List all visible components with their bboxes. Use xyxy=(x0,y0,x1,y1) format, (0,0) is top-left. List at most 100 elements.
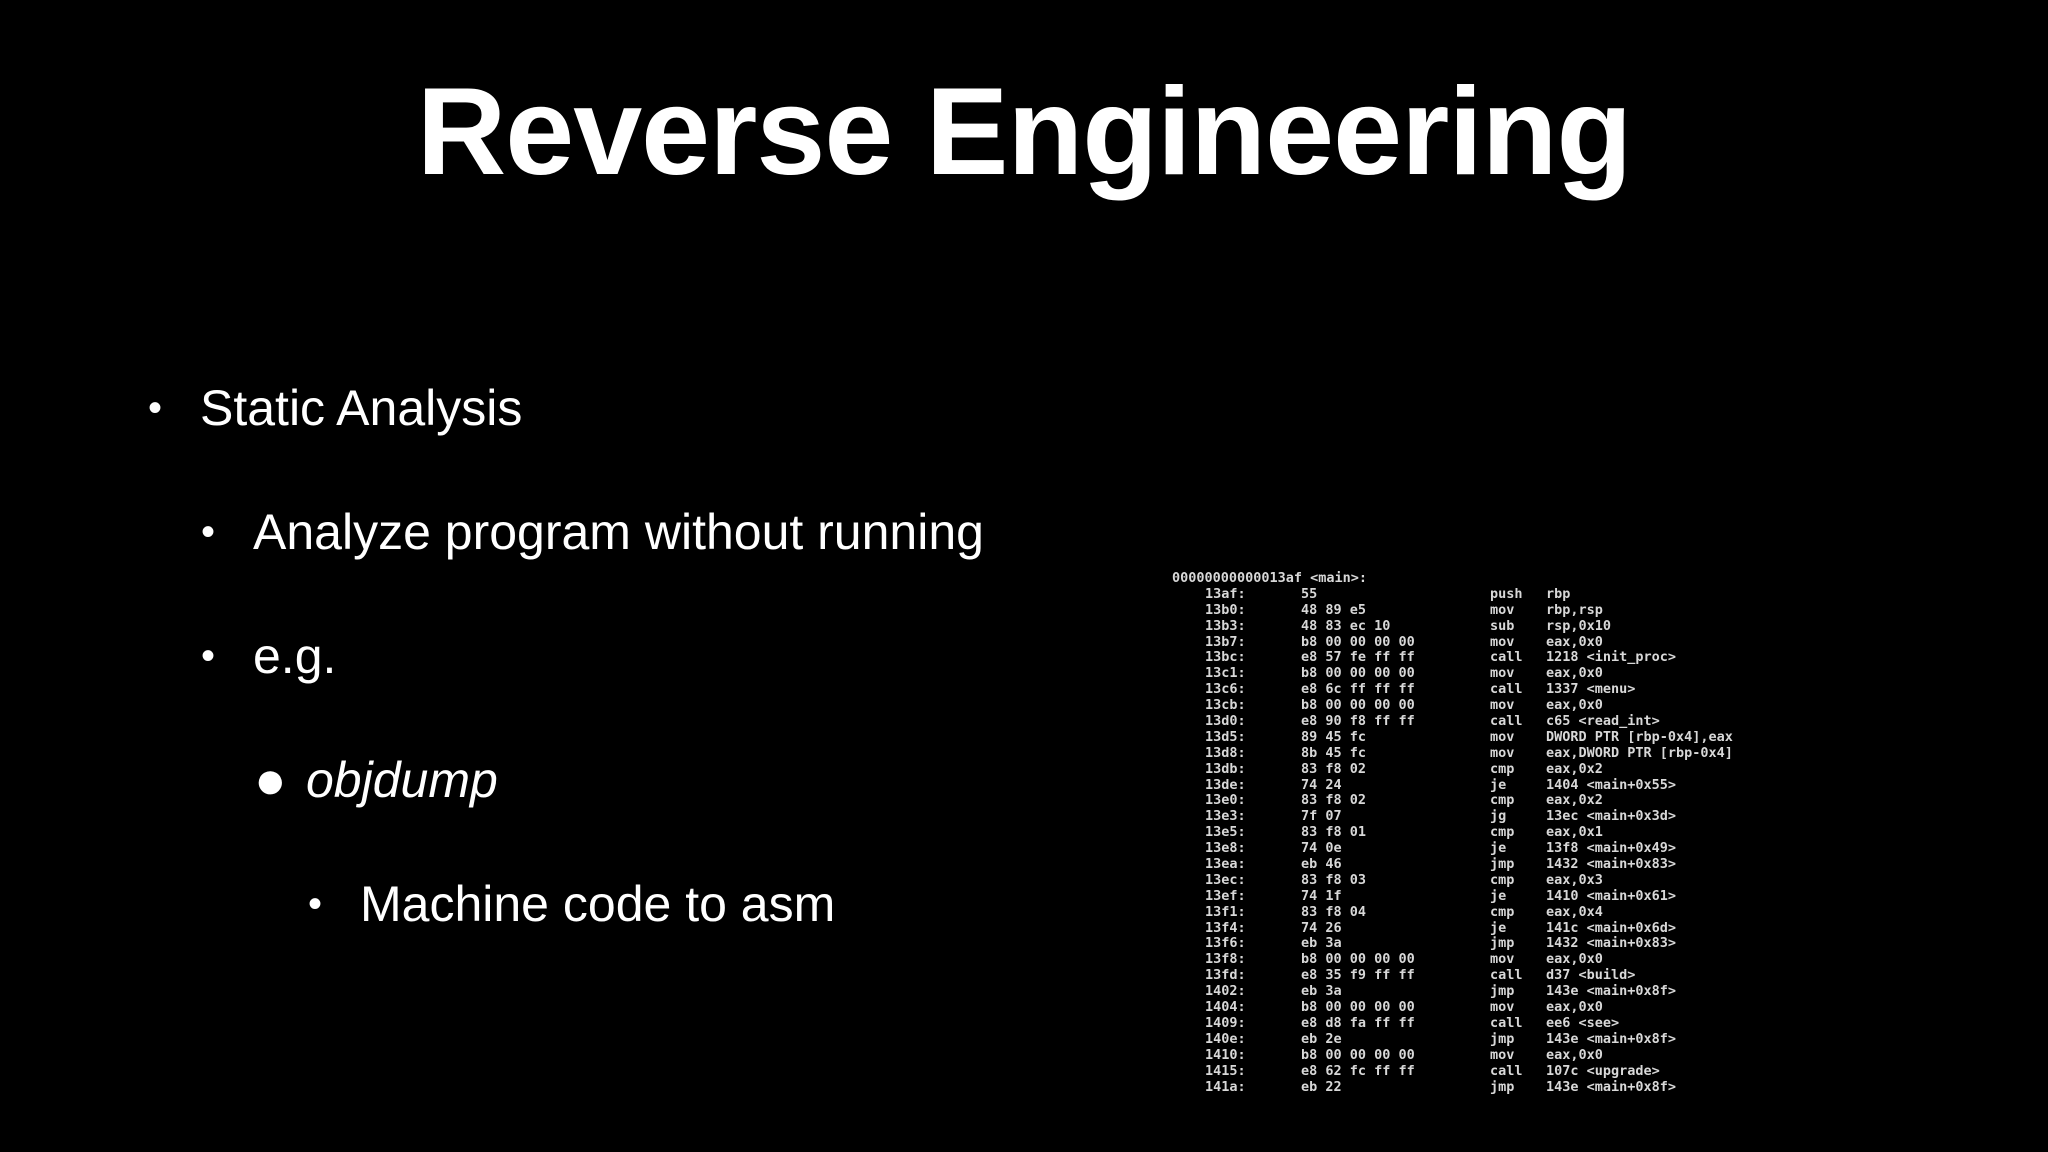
instruction-address: 13db: xyxy=(1205,760,1246,777)
instruction-operands: 1432 <main+0x83> xyxy=(1546,856,1677,873)
instruction-operands: 13f8 <main+0x49> xyxy=(1546,840,1677,857)
bullet-dot-icon: • xyxy=(201,510,216,554)
instruction-opcode: je xyxy=(1490,919,1507,936)
bullet-text: Static Analysis xyxy=(200,380,523,436)
bullet-item-eg: • e.g. xyxy=(201,626,337,686)
instruction-operands: eax,0x4 xyxy=(1546,903,1603,920)
instruction-bytes: eb 3a xyxy=(1301,935,1342,952)
instruction-address: 13c6: xyxy=(1205,681,1246,698)
instruction-address: 13e5: xyxy=(1205,824,1246,841)
instruction-bytes: b8 00 00 00 00 xyxy=(1301,1046,1415,1063)
instruction-opcode: mov xyxy=(1490,728,1515,745)
instruction-bytes: e8 d8 fa ff ff xyxy=(1301,1014,1415,1031)
instruction-operands: 1410 <main+0x61> xyxy=(1546,887,1677,904)
instruction-bytes: 83 f8 02 xyxy=(1301,792,1367,809)
instruction-address: 13f6: xyxy=(1205,935,1246,952)
instruction-operands: eax,0x1 xyxy=(1546,824,1603,841)
instruction-opcode: jmp xyxy=(1490,1078,1515,1095)
instruction-bytes: b8 00 00 00 00 xyxy=(1301,697,1415,714)
instruction-address: 13af: xyxy=(1205,585,1246,602)
instruction-operands: 143e <main+0x8f> xyxy=(1546,983,1677,1000)
instruction-opcode: cmp xyxy=(1490,824,1515,841)
bullet-item-machine-code: • Machine code to asm xyxy=(308,874,836,934)
instruction-opcode: je xyxy=(1490,776,1507,793)
instruction-opcode: call xyxy=(1490,649,1523,666)
bullet-item-static-analysis: • Static Analysis xyxy=(148,378,523,438)
instruction-address: 13bc: xyxy=(1205,649,1246,666)
instruction-operands: d37 <build> xyxy=(1546,967,1636,984)
instruction-operands: eax,0x2 xyxy=(1546,792,1603,809)
instruction-address: 13f8: xyxy=(1205,951,1246,968)
instruction-opcode: mov xyxy=(1490,951,1515,968)
instruction-address: 141a: xyxy=(1205,1078,1246,1095)
instruction-opcode: jmp xyxy=(1490,935,1515,952)
instruction-opcode: call xyxy=(1490,967,1523,984)
instruction-bytes: 74 1f xyxy=(1301,887,1342,904)
instruction-address: 13ea: xyxy=(1205,856,1246,873)
instruction-address: 13b3: xyxy=(1205,617,1246,634)
bullet-dot-icon: • xyxy=(148,386,163,430)
instruction-opcode: cmp xyxy=(1490,871,1515,888)
instruction-operands: 143e <main+0x8f> xyxy=(1546,1078,1677,1095)
instruction-operands: 13ec <main+0x3d> xyxy=(1546,808,1677,825)
instruction-opcode: je xyxy=(1490,840,1507,857)
instruction-operands: eax,0x2 xyxy=(1546,760,1603,777)
instruction-opcode: jmp xyxy=(1490,856,1515,873)
instruction-operands: eax,0x3 xyxy=(1546,871,1603,888)
bullet-item-analyze-program: • Analyze program without running xyxy=(201,502,984,562)
instruction-address: 1409: xyxy=(1205,1014,1246,1031)
instruction-bytes: 83 f8 01 xyxy=(1301,824,1367,841)
disassembly-header: 00000000000013af <main>: xyxy=(1172,571,1368,586)
instruction-opcode: mov xyxy=(1490,601,1515,618)
instruction-operands: 1404 <main+0x55> xyxy=(1546,776,1677,793)
instruction-bytes: e8 90 f8 ff ff xyxy=(1301,713,1415,730)
bullet-dot-icon: ● xyxy=(254,750,287,810)
instruction-bytes: 83 f8 03 xyxy=(1301,871,1367,888)
instruction-opcode: call xyxy=(1490,713,1523,730)
instruction-operands: 141c <main+0x6d> xyxy=(1546,919,1677,936)
instruction-opcode: cmp xyxy=(1490,903,1515,920)
instruction-address: 13f1: xyxy=(1205,903,1246,920)
instruction-bytes: b8 00 00 00 00 xyxy=(1301,951,1415,968)
instruction-operands: eax,DWORD PTR [rbp-0x4] xyxy=(1546,744,1733,761)
disassembly-line: 13e5: 83 f8 01 cmp eax,0x1 xyxy=(1172,824,1762,841)
instruction-address: 13e3: xyxy=(1205,808,1246,825)
instruction-opcode: mov xyxy=(1490,1046,1515,1063)
instruction-bytes: 89 45 fc xyxy=(1301,728,1367,745)
instruction-address: 1410: xyxy=(1205,1046,1246,1063)
bullet-text: e.g. xyxy=(253,628,337,684)
instruction-bytes: b8 00 00 00 00 xyxy=(1301,665,1415,682)
instruction-opcode: mov xyxy=(1490,999,1515,1016)
instruction-bytes: 48 89 e5 xyxy=(1301,601,1367,618)
bullet-text: Machine code to asm xyxy=(360,876,836,932)
instruction-operands: 107c <upgrade> xyxy=(1546,1062,1660,1079)
instruction-opcode: je xyxy=(1490,887,1507,904)
instruction-operands: 1337 <menu> xyxy=(1546,681,1636,698)
instruction-address: 13d8: xyxy=(1205,744,1246,761)
instruction-bytes: 8b 45 fc xyxy=(1301,744,1367,761)
instruction-bytes: e8 57 fe ff ff xyxy=(1301,649,1415,666)
instruction-opcode: mov xyxy=(1490,697,1515,714)
instruction-operands: eax,0x0 xyxy=(1546,951,1603,968)
instruction-address: 13c1: xyxy=(1205,665,1246,682)
instruction-operands: 1432 <main+0x83> xyxy=(1546,935,1677,952)
instruction-opcode: cmp xyxy=(1490,760,1515,777)
